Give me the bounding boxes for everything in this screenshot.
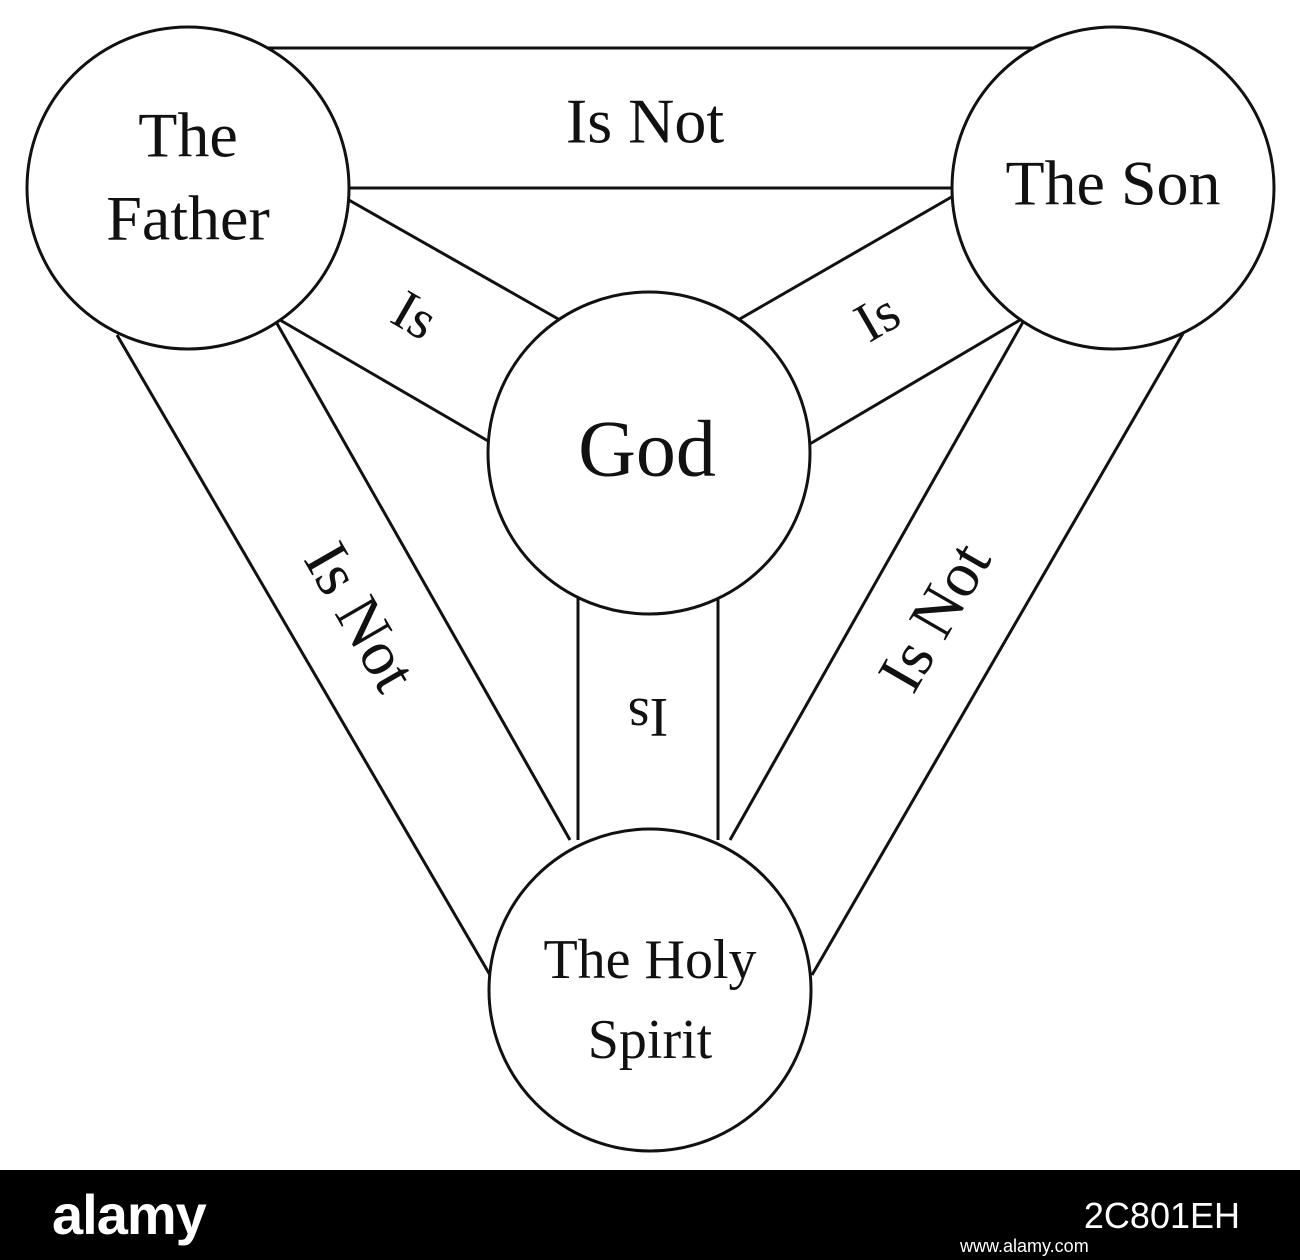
node-spirit-label-line1: The Holy (543, 929, 756, 991)
edge-father-god-label: Is (382, 279, 448, 353)
edge-god-spirit-label: Is (628, 686, 668, 748)
alamy-logo: alamy (52, 1183, 207, 1246)
band-son-god (737, 193, 1021, 447)
node-father-circle (25, 25, 351, 351)
node-spirit-label-line2: Spirit (588, 1009, 713, 1071)
node-father-label-line1: The (138, 100, 238, 171)
node-god-circle (486, 290, 812, 616)
trinity-shield-diagram: The Father The Son God The Holy Spirit I… (25, 25, 1276, 1153)
watermark-footer: alamy www.alamy.com 2C801EH (0, 1170, 1300, 1260)
edge-father-son-label: Is Not (566, 86, 724, 157)
image-code: 2C801EH (1083, 1195, 1240, 1236)
band-father-god (279, 193, 561, 447)
band-god-spirit (576, 590, 720, 840)
edge-son-god-label: Is (844, 281, 910, 355)
band-son-spirit (728, 321, 1187, 976)
node-father-label-line2: Father (106, 183, 270, 254)
node-god-label: God (578, 405, 716, 493)
node-son-label: The Son (1005, 148, 1220, 219)
node-spirit-circle (487, 827, 813, 1153)
footer-url: www.alamy.com (960, 1236, 1089, 1256)
band-father-spirit (115, 319, 572, 976)
node-son-circle (950, 25, 1276, 351)
